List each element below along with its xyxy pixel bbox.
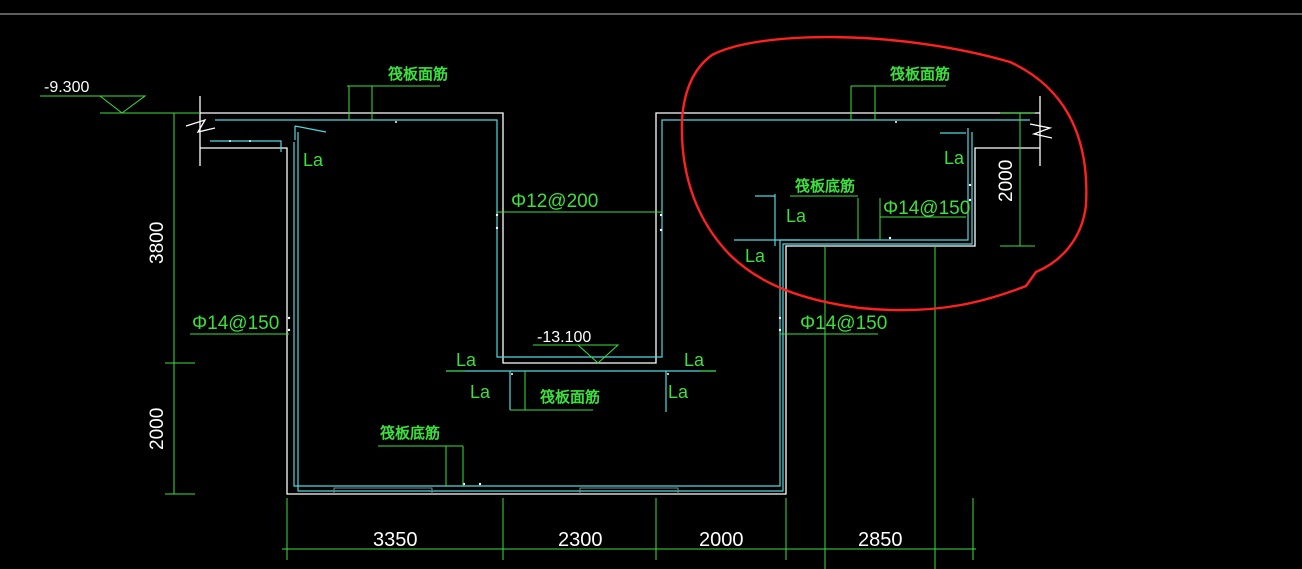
label-bottom-rebar: 筏板底筋 <box>380 424 440 442</box>
dim-left-ticks <box>165 112 195 495</box>
elevation-top: -9.300 <box>44 79 89 96</box>
dim-span-4: 2850 <box>858 529 903 551</box>
la-pit-left-upper: La <box>456 350 477 370</box>
annotation-lines <box>40 85 1035 569</box>
rebar-top-outer <box>215 119 1030 358</box>
dim-vertical-2000: 2000 <box>147 408 168 450</box>
outline-top <box>200 112 1040 364</box>
la-left-top: La <box>303 150 324 170</box>
label-top-rebar-right: 筏板面筋 <box>890 65 950 83</box>
rebar-dots <box>229 121 972 486</box>
dim-step-height <box>1000 112 1035 247</box>
elev-pit-marker <box>533 344 620 364</box>
outline-body <box>200 147 1040 495</box>
elev-top-marker <box>40 95 147 114</box>
dim-vertical-3800: 3800 <box>147 222 168 264</box>
dim-span-3: 2000 <box>699 529 744 551</box>
label-pit-top-rebar: 筏板面筋 <box>540 388 600 406</box>
pile-heads <box>333 487 679 494</box>
rebar-step-wall: Φ14@150 <box>883 198 970 219</box>
red-highlight-ring <box>680 35 1088 312</box>
la-pit-left-lower: La <box>470 382 491 402</box>
leader-pit-rebar <box>510 371 593 411</box>
la-pit-right-upper: La <box>684 350 705 370</box>
dim-span-1: 3350 <box>373 529 418 551</box>
rebar-left-wall: Φ14@150 <box>192 313 279 334</box>
la-step-upper: La <box>786 206 807 226</box>
dim-span-2: 2300 <box>558 529 603 551</box>
elevation-pit: -13.100 <box>537 329 591 346</box>
dim-step-2000: 2000 <box>996 160 1017 202</box>
leader-bottom-rebar <box>378 445 464 486</box>
la-right-top: La <box>944 148 965 168</box>
leader-step-wall <box>857 198 966 240</box>
rebar-inner-loop <box>293 128 969 487</box>
la-step-lower: La <box>745 246 766 266</box>
label-step-bottom-rebar: 筏板底筋 <box>795 177 855 195</box>
rebar-inner-loop-2 <box>297 132 973 492</box>
la-pit-right-lower: La <box>668 382 689 402</box>
dim-bottom-ticks <box>286 498 974 560</box>
leader-top-left-rebar <box>347 85 440 120</box>
left-la-marker <box>294 125 327 140</box>
left-break-symbol <box>185 118 216 133</box>
rebar-right-wall: Φ14@150 <box>800 313 887 334</box>
rebar-lines <box>210 119 1030 492</box>
rebar-pit-wall: Φ12@200 <box>511 191 598 212</box>
rebar-left-top <box>210 140 282 152</box>
leader-top-right-rebar <box>850 85 946 120</box>
right-break-symbol <box>1029 123 1053 139</box>
label-top-rebar-left: 筏板面筋 <box>388 65 448 83</box>
concrete-outline <box>185 96 1053 495</box>
pile-lines-right <box>824 246 936 569</box>
